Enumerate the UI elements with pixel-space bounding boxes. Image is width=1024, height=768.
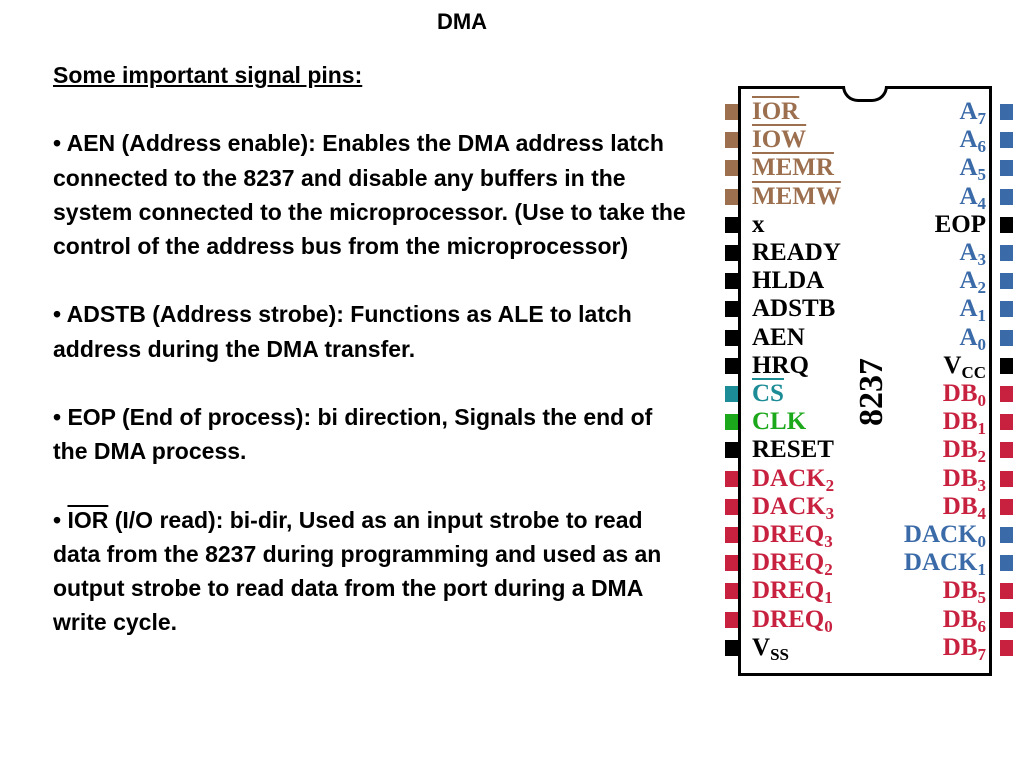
pin-label-dreq3: DREQ3 [752, 521, 833, 551]
pin-left-cs [725, 386, 738, 402]
pin-label-db2: DB2 [942, 436, 986, 467]
pin-label-hrq: HRQ [752, 351, 809, 379]
pin-label-db1: DB1 [942, 408, 986, 439]
pin-left-clk [725, 414, 738, 431]
pin-left-iow [725, 132, 738, 149]
chip-name: 8237 [853, 358, 890, 426]
pin-left-adstb [725, 301, 738, 318]
pin-label-iow: IOW [752, 126, 807, 154]
chip-body [738, 86, 992, 676]
pin-label-db6: DB6 [942, 605, 986, 636]
slide-title: DMA [436, 9, 488, 34]
pin-right-dack1 [1000, 555, 1013, 572]
pin-label-a0: A0 [959, 323, 986, 354]
pin-label-db7: DB7 [942, 633, 986, 664]
pin-label-a4: A4 [959, 182, 986, 213]
pin-label-ready: READY [752, 239, 841, 266]
pin-label-a6: A6 [959, 126, 986, 157]
bullet-ior: • IOR (I/O read): bi-dir, Used as an inp… [53, 503, 693, 640]
pin-label-memr: MEMR [752, 154, 834, 182]
bullet-marker: • [53, 130, 67, 157]
bullet-marker: • [53, 506, 68, 533]
pin-label-ior: IOR [752, 98, 800, 125]
pin-right-db6 [1000, 611, 1013, 628]
bullet-text: EOP (End of process): bi direction, Sign… [53, 403, 653, 465]
pin-label-db5: DB5 [942, 577, 986, 608]
pin-right-eop [1000, 216, 1013, 233]
bullet-text: AEN (Address enable): Enables the DMA ad… [53, 130, 686, 259]
pin-left-dreq2 [725, 555, 738, 572]
pin-label-memw: MEMW [752, 182, 841, 210]
pin-label-a5: A5 [959, 154, 986, 185]
bullet-text: (I/O read): bi-dir, Used as an input str… [53, 506, 662, 636]
pin-right-vcc [1000, 357, 1013, 374]
pin-left-ior [725, 104, 738, 120]
pin-right-a4 [1000, 188, 1013, 205]
pin-left-memw [725, 188, 738, 205]
text-block: Some important signal pins: • AEN (Addre… [53, 58, 693, 639]
pin-label-aen: AEN [752, 323, 805, 351]
pin-left-reset [725, 442, 738, 459]
pin-left-memr [725, 160, 738, 177]
pin-label-dack3: DACK3 [752, 492, 835, 523]
pin-label-reset: RESET [752, 436, 834, 464]
pin-label-db3: DB3 [942, 464, 986, 495]
pin-label-dreq2: DREQ2 [752, 549, 833, 580]
pin-left-dack3 [725, 498, 738, 515]
pin-label-vcc: VCC [943, 351, 986, 382]
bullet-marker: • [53, 301, 67, 328]
pin-right-a6 [1000, 132, 1013, 149]
section-heading: Some important signal pins: [53, 62, 363, 88]
pin-left-vss [725, 639, 738, 656]
bullet-term-ior: IOR [67, 506, 109, 533]
pin-label-db0: DB0 [942, 380, 986, 410]
bullet-aen: • AEN (Address enable): Enables the DMA … [53, 126, 693, 263]
pin-right-db3 [1000, 470, 1013, 487]
pin-right-db0 [1000, 386, 1013, 402]
pin-label-a2: A2 [959, 267, 986, 298]
pin-label-eop: EOP [934, 210, 986, 238]
pin-left-dreq3 [725, 527, 738, 543]
bullet-text: ADSTB (Address strobe): Functions as ALE… [53, 301, 632, 362]
pin-right-db2 [1000, 442, 1013, 459]
bullet-eop: • EOP (End of process): bi direction, Si… [53, 400, 693, 468]
pin-label-dack1: DACK1 [903, 549, 986, 580]
pin-right-a1 [1000, 301, 1013, 318]
pin-label-dack0: DACK0 [903, 521, 986, 551]
pin-right-a7 [1000, 104, 1013, 120]
pin-right-dack0 [1000, 527, 1013, 543]
pin-left-aen [725, 329, 738, 346]
pin-left-dreq0 [725, 611, 738, 628]
pin-label-vss: VSS [752, 633, 789, 664]
pin-right-db5 [1000, 583, 1013, 600]
pin-label-a3: A3 [959, 239, 986, 269]
pin-label-dack2: DACK2 [752, 464, 835, 495]
pin-label-dreq0: DREQ0 [752, 605, 833, 636]
pin-label-hlda: HLDA [752, 267, 825, 295]
bullet-adstb: • ADSTB (Address strobe): Functions as A… [53, 297, 693, 365]
bullet-marker: • [53, 403, 68, 430]
pin-left-dreq1 [725, 583, 738, 600]
pin-left-hrq [725, 357, 738, 374]
pin-label-a1: A1 [959, 295, 986, 326]
pin-left-ready [725, 245, 738, 261]
pin-label-dreq1: DREQ1 [752, 577, 833, 608]
pin-right-a2 [1000, 273, 1013, 290]
pin-left-hlda [725, 273, 738, 290]
pin-left-x [725, 216, 738, 233]
pin-right-a0 [1000, 329, 1013, 346]
pin-label-a7: A7 [959, 98, 986, 128]
pin-label-adstb: ADSTB [752, 295, 836, 323]
pin-right-a5 [1000, 160, 1013, 177]
pin-right-db4 [1000, 498, 1013, 515]
pin-label-db4: DB4 [942, 492, 986, 523]
pin-label-cs: CS [752, 380, 784, 407]
pin-label-x: x [752, 210, 765, 238]
pin-right-a3 [1000, 245, 1013, 261]
pin-left-dack2 [725, 470, 738, 487]
pin-label-clk: CLK [752, 408, 807, 436]
pin-right-db7 [1000, 639, 1013, 656]
pin-right-db1 [1000, 414, 1013, 431]
